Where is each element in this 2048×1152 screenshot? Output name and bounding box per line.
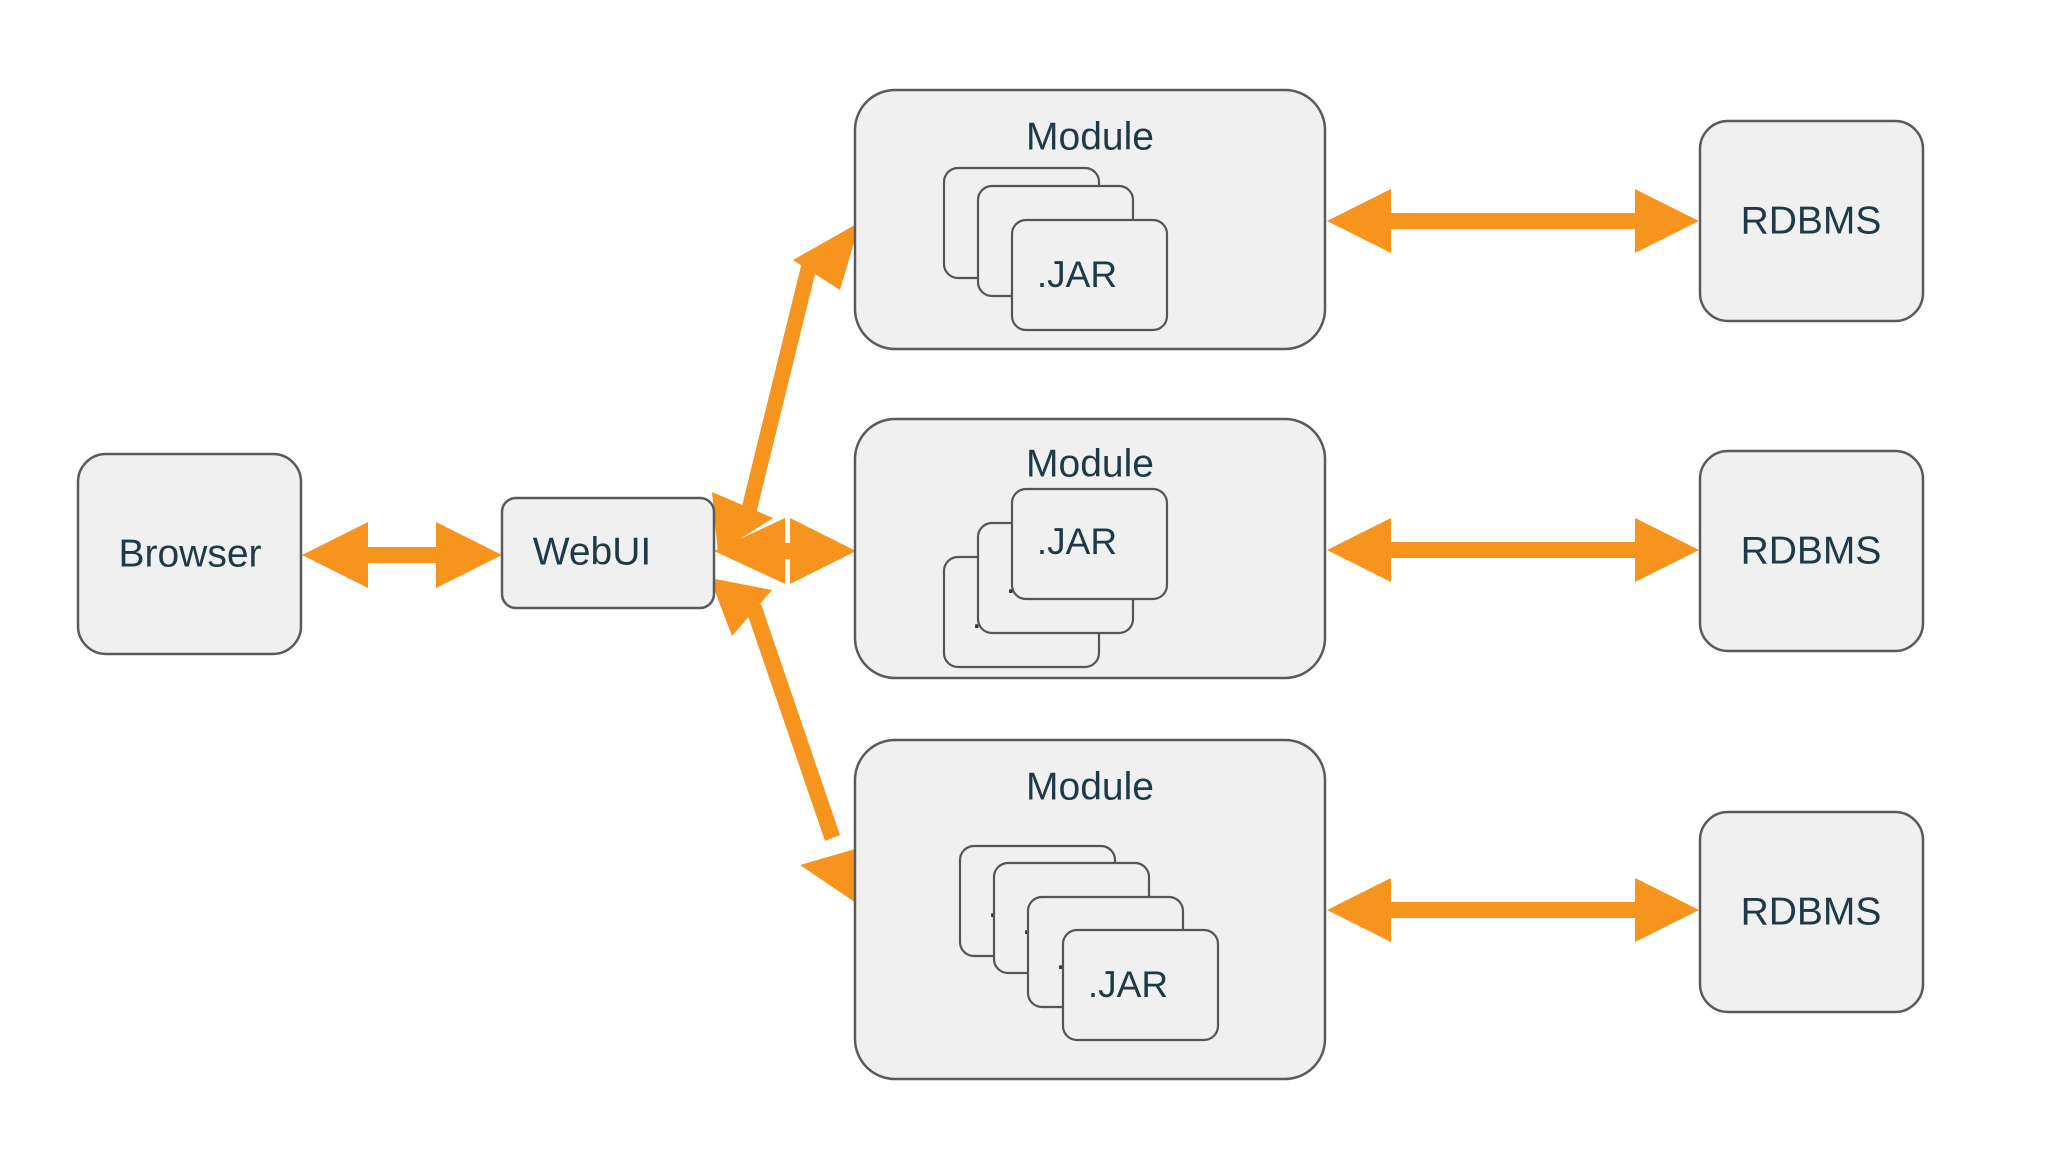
jar-card-back-label: . [972,598,981,636]
module-node-1: Module . . .JAR [853,88,1327,351]
module-title: Module [1026,115,1154,158]
jar-card-front [1061,928,1220,1042]
arrow-shaft [1381,902,1643,918]
arrowhead [1635,518,1699,582]
rdbms-node-1: RDBMS [1698,119,1925,323]
arrow-webui-module-1 [712,222,860,553]
browser-label: Browser [118,532,261,575]
module-title: Module [1026,765,1154,808]
module-title: Module [1026,442,1154,485]
arrowhead [712,492,773,553]
arrowhead [302,522,368,588]
jar-card-front [1010,218,1169,332]
jar-label: .JAR [1037,254,1117,295]
arrowhead [800,847,862,907]
jar-card-front [1010,487,1169,601]
arrowhead [714,518,785,584]
webui-box [500,496,716,610]
arrow-browser-webui [302,522,502,588]
jar-label: .JAR [1088,964,1168,1005]
module-node-2: Module . . .JAR [853,417,1327,680]
rdbms-node-2: RDBMS [1698,449,1925,653]
arrow-module-1-rdbms [1327,189,1699,253]
jar-card-back-label: . [988,887,997,925]
arrow-shaft [360,547,450,563]
rdbms-label: RDBMS [1741,890,1882,933]
rdbms-node-3: RDBMS [1698,810,1925,1014]
rdbms-box [1698,810,1925,1014]
arrowhead [436,522,502,588]
rdbms-label: RDBMS [1741,199,1882,242]
rdbms-label: RDBMS [1741,529,1882,572]
jar-label: .JAR [1037,521,1117,562]
arrowhead [790,518,856,584]
browser-node: Browser [76,452,303,656]
arrowhead [1327,518,1391,582]
jar-card-3-label: . [1056,939,1065,977]
arrow-module-3-rdbms [1327,878,1699,942]
arrowhead [1635,878,1699,942]
module-node-3: Module . . . .JAR [853,738,1327,1081]
arrow-webui-module-2 [714,518,856,584]
arrow-shaft [741,262,817,514]
jar-card-middle-label: . [1006,563,1015,601]
rdbms-box [1698,449,1925,653]
browser-box [76,452,303,656]
arrow-shaft [1381,213,1643,229]
arrow-shaft [746,604,840,841]
rdbms-box [1698,119,1925,323]
arrowhead [1635,189,1699,253]
jar-card-2-label: . [1022,904,1031,942]
arrowhead [1327,189,1391,253]
webui-label: WebUI [533,530,652,573]
arrows-layer [302,189,1699,942]
arrowhead [1327,878,1391,942]
arrow-shaft [1381,542,1643,558]
arrowhead [793,222,860,290]
webui-node: WebUI [500,496,716,610]
arrow-webui-module-3 [710,578,862,907]
arrowhead [710,578,772,636]
arrow-module-2-rdbms [1327,518,1699,582]
